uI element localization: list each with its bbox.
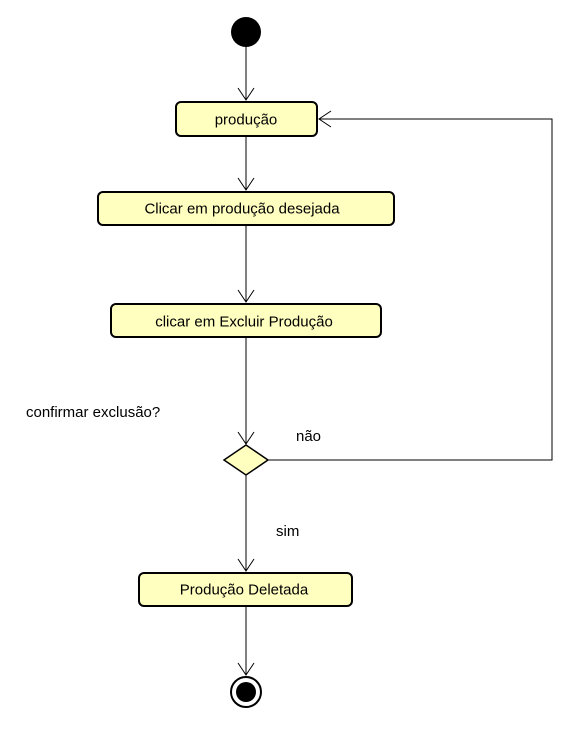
flow-excluir-to-decision [237,338,255,445]
flow-producao-to-clicar [237,137,255,191]
flow-decision-no-to-producao [268,110,553,461]
flow-clicar-to-excluir [237,226,255,303]
action-clicar-excluir[interactable]: clicar em Excluir Produção [110,303,382,338]
action-clicar-producao[interactable]: Clicar em produção desejada [97,191,395,226]
action-producao-label: produção [215,112,278,129]
action-clicar-excluir-label: clicar em Excluir Produção [155,314,333,331]
action-producao-deletada[interactable]: Produção Deletada [138,572,353,607]
action-producao-deletada-label: Produção Deletada [180,582,309,599]
flow-decision-yes-to-deletada [237,475,255,572]
flow-initial-to-producao [237,47,255,101]
action-producao[interactable]: produção [175,101,318,137]
initial-node [231,17,261,47]
decision-question: confirmar exclusão? [26,404,160,421]
action-producao-deletada-box [138,572,353,607]
action-producao-box [175,101,318,137]
decision-node[interactable] [222,444,270,476]
flow-deletada-to-final [237,607,255,676]
action-clicar-producao-box [97,191,395,226]
guard-yes-label: sim [276,523,299,540]
action-clicar-producao-label: Clicar em produção desejada [144,201,340,218]
guard-no-label: não [296,428,321,445]
final-node [230,676,262,708]
action-clicar-excluir-box [110,303,382,338]
